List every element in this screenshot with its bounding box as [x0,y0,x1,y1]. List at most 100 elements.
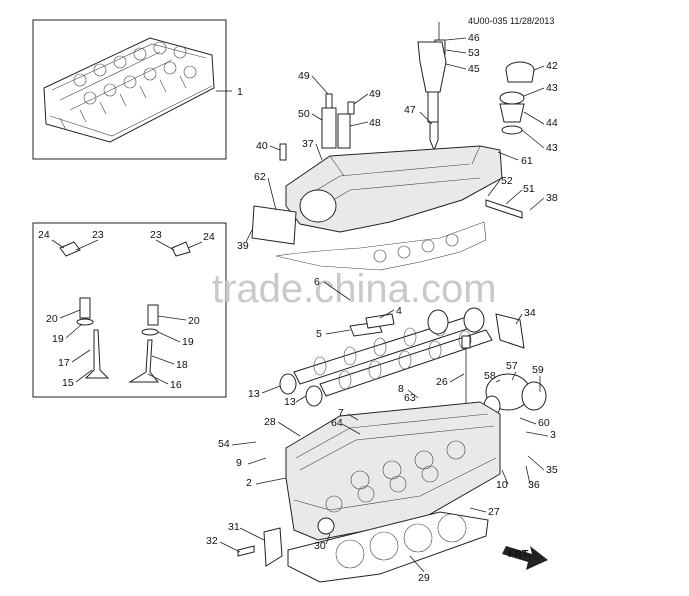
callout-34: 34 [524,307,536,319]
callout-31: 31 [228,521,240,533]
callout-2: 2 [246,477,252,489]
head-plug [317,517,335,535]
gasket-plate [251,205,297,245]
callout-5: 5 [316,328,322,340]
callout-43: 43 [546,82,558,94]
callout-29: 29 [418,572,430,584]
solenoid-bolt-left [325,93,333,109]
callout-64: 64 [331,417,343,429]
intake-valve [84,329,110,379]
cover-bolt [279,143,287,161]
cam-position-bracket [495,313,525,349]
assembled-head-drawing [43,37,215,143]
callout-13: 13 [248,388,260,400]
callout-20: 20 [188,315,200,327]
callout-59: 59 [532,364,544,376]
callout-28: 28 [264,416,276,428]
callout-26: 26 [436,376,448,388]
callout-15: 15 [62,377,74,389]
callout-49: 49 [298,70,310,82]
callout-3: 3 [550,429,556,441]
callout-57: 57 [506,360,518,372]
spark-plug-seals [373,233,459,263]
front-label: FRT [508,548,529,560]
callout-39: 39 [237,240,249,252]
solenoid-bolt-right [347,101,355,115]
callout-24: 24 [38,229,50,241]
callout-44: 44 [546,117,558,129]
exhaust-camshaft [319,329,493,397]
valve-seal-right [141,328,159,336]
callout-30: 30 [314,540,326,552]
front-arrow: FRT [502,546,548,570]
callout-6: 6 [314,276,320,288]
callout-50: 50 [298,108,310,120]
callout-38: 38 [546,192,558,204]
callout-18: 18 [176,359,188,371]
callout-23: 23 [92,229,104,241]
ignition-coil [417,41,447,93]
cam-sprocket-a [427,309,449,335]
callout-53: 53 [468,47,480,59]
callout-8: 8 [398,383,404,395]
callout-62: 62 [254,171,266,183]
callout-23: 23 [150,229,162,241]
pump-cover [521,381,547,411]
callout-labels: 46 53 45 42 43 44 43 49 49 50 48 47 40 3… [206,32,558,584]
callout-37: 37 [302,138,314,150]
spark-plug [429,121,439,152]
cover-port [299,189,337,223]
callout-1: 1 [237,86,243,98]
valve-spring-right [147,304,159,326]
callout-27: 27 [488,506,500,518]
callout-58: 58 [484,370,496,382]
callout-17: 17 [58,357,70,369]
callout-10: 10 [496,479,508,491]
head-ports [325,440,466,513]
callout-24: 24 [203,231,215,243]
solenoid-left [321,107,337,149]
callout-42: 42 [546,60,558,72]
callout-13: 13 [284,396,296,408]
oil-fill-tube [499,103,525,123]
document-code: 4U00-035 11/28/2013 [468,16,554,26]
callout-35: 35 [546,464,558,476]
solenoid-right [337,113,351,149]
callout-52: 52 [501,175,513,187]
valve-detail-inset: 24 23 23 24 20 20 19 19 17 18 15 16 [32,222,227,398]
valve-spring-left [79,297,91,319]
oil-fill-oring [501,125,523,135]
exhaust-valve [128,339,160,383]
callout-32: 32 [206,535,218,547]
callout-16: 16 [170,379,182,391]
callout-47: 47 [404,104,416,116]
callout-46: 46 [468,32,480,44]
callout-48: 48 [369,117,381,129]
cam-seal-upper [279,373,297,395]
callout-49: 49 [369,88,381,100]
cam-cover-group [251,22,535,271]
oil-fill-seal [499,91,525,105]
cam-sprocket-b [463,307,485,333]
callout-20: 20 [46,313,58,325]
valve-seal-left [76,318,94,326]
cylinder-head [285,401,501,541]
callout-45: 45 [468,63,480,75]
callout-40: 40 [256,140,268,152]
bracket-bolt [237,545,255,557]
callout-19: 19 [52,333,64,345]
rocker-arm-right [171,241,191,257]
assembly-inset: 1 [32,19,243,160]
watermark-text: trade.china.com [212,267,497,311]
callout-4: 4 [396,305,402,317]
pcv-tube [485,199,523,219]
callout-7: 7 [338,407,344,419]
head-bolt [461,335,471,349]
callout-36: 36 [528,479,540,491]
callout-63: 63 [404,392,416,404]
bearing-cap [365,313,395,329]
leader-lines [219,37,549,573]
head-gasket [287,511,489,583]
callout-54: 54 [218,438,230,450]
